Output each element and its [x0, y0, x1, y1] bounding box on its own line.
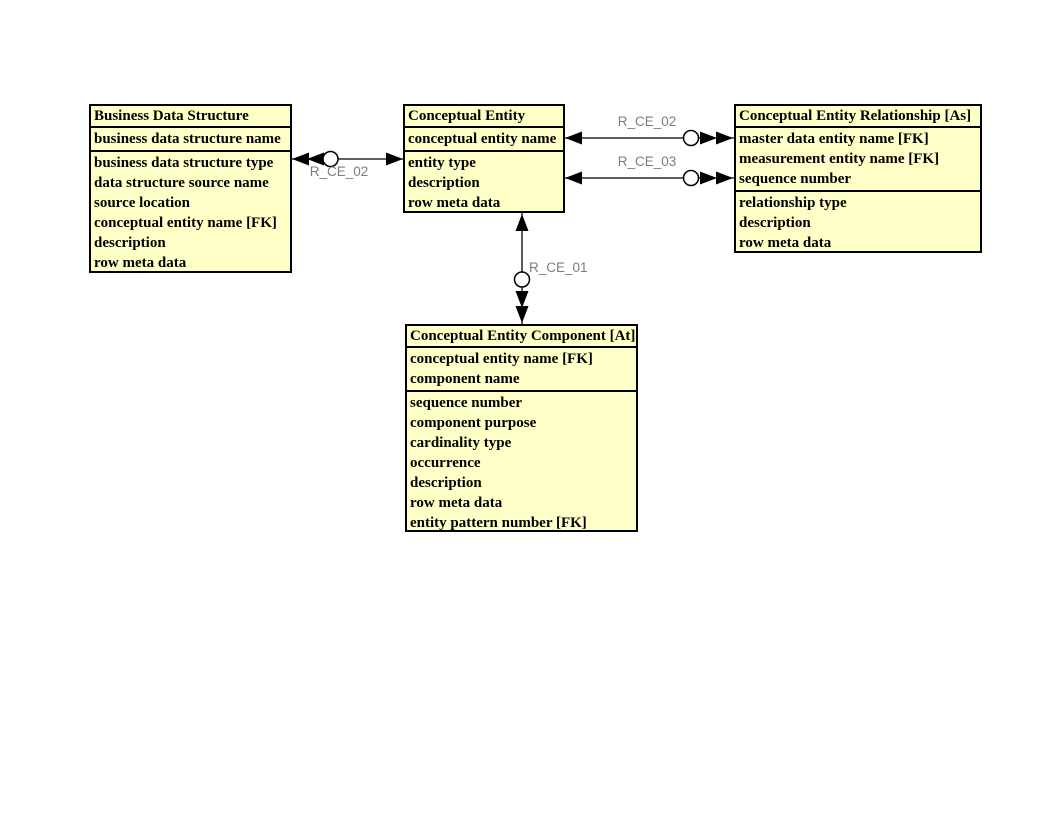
entity-key-attribute: sequence number	[739, 171, 852, 187]
entity-attribute-section: sequence number component purpose cardin…	[407, 392, 636, 531]
entity-attribute: entity pattern number [FK]	[410, 515, 587, 531]
arrowhead-down-icon	[515, 291, 529, 308]
entity-key-attribute: master data entity name [FK]	[739, 131, 929, 147]
entity-title: Conceptual Entity Relationship [As]	[736, 106, 980, 128]
entity-attribute: row meta data	[408, 195, 501, 211]
arrowhead-right-icon	[700, 131, 717, 145]
arrowhead-left-icon	[307, 152, 324, 166]
cardinality-circle-icon	[322, 150, 339, 168]
entity-key-attribute: business data structure name	[94, 131, 281, 147]
entity-attribute: description	[739, 215, 811, 231]
entity-key-attribute: measurement entity name [FK]	[739, 151, 940, 167]
arrowhead-up-icon	[515, 214, 529, 231]
entity-attribute: conceptual entity name [FK]	[94, 215, 277, 231]
entity-key-attribute: conceptual entity name [FK]	[410, 351, 593, 367]
arrowhead-right-icon	[716, 131, 733, 145]
arrowhead-left-icon	[292, 152, 309, 166]
relationship-label[interactable]: R_CE_02	[618, 114, 677, 129]
entity-key-attribute: component name	[410, 371, 520, 387]
entity-attribute: entity type	[408, 155, 476, 171]
entity-title: Conceptual Entity Component [At]	[407, 326, 636, 348]
arrowhead-left-icon	[565, 171, 582, 185]
relationship-r-ce-03[interactable]: R_CE_03	[565, 154, 734, 187]
cardinality-circle-icon	[682, 129, 700, 147]
relationship-label[interactable]: R_CE_03	[618, 154, 677, 169]
relationship-r-ce-01[interactable]: R_CE_01	[513, 213, 588, 324]
relationship-label[interactable]: R_CE_01	[529, 260, 588, 275]
entity-key-section: conceptual entity name [FK] component na…	[407, 348, 636, 392]
entity-attribute-section: business data structure type data struct…	[91, 152, 290, 271]
entity-attribute: relationship type	[739, 195, 847, 211]
entity-attribute: row meta data	[739, 235, 832, 251]
entity-attribute: row meta data	[94, 255, 187, 271]
relationship-r-ce-02-relationship[interactable]: R_CE_02	[565, 114, 734, 147]
entity-key-section: conceptual entity name	[405, 128, 563, 152]
entity-attribute: description	[94, 235, 166, 251]
relationship-r-ce-02-business[interactable]: R_CE_02	[292, 150, 403, 180]
entity-attribute: row meta data	[410, 495, 503, 511]
entity-attribute-section: relationship type description row meta d…	[736, 192, 980, 251]
entity-conceptual-entity-relationship[interactable]: Conceptual Entity Relationship [As] mast…	[734, 104, 982, 253]
entity-conceptual-entity-component[interactable]: Conceptual Entity Component [At] concept…	[405, 324, 638, 532]
arrowhead-left-icon	[565, 131, 582, 145]
entity-business-data-structure[interactable]: Business Data Structure business data st…	[89, 104, 292, 273]
arrowhead-down-icon	[515, 306, 529, 323]
entity-attribute: cardinality type	[410, 435, 512, 451]
entity-key-attribute: conceptual entity name	[408, 131, 557, 147]
entity-attribute: occurrence	[410, 455, 481, 471]
entity-attribute: sequence number	[410, 395, 523, 411]
entity-attribute: description	[408, 175, 480, 191]
arrowhead-right-icon	[386, 152, 403, 166]
entity-attribute: data structure source name	[94, 175, 269, 191]
entity-attribute: source location	[94, 195, 190, 211]
arrowhead-right-icon	[716, 171, 733, 185]
cardinality-circle-icon	[513, 271, 531, 288]
entity-attribute: business data structure type	[94, 155, 274, 171]
entity-title: Business Data Structure	[91, 106, 290, 128]
entity-key-section: master data entity name [FK] measurement…	[736, 128, 980, 192]
entity-attribute: description	[410, 475, 482, 491]
entity-title: Conceptual Entity	[405, 106, 563, 128]
entity-key-section: business data structure name	[91, 128, 290, 152]
cardinality-circle-icon	[682, 169, 700, 187]
relationship-label[interactable]: R_CE_02	[310, 164, 369, 179]
arrowhead-right-icon	[700, 171, 717, 185]
entity-conceptual-entity[interactable]: Conceptual Entity conceptual entity name…	[403, 104, 565, 213]
entity-attribute: component purpose	[410, 415, 537, 431]
entity-attribute-section: entity type description row meta data	[405, 152, 563, 211]
